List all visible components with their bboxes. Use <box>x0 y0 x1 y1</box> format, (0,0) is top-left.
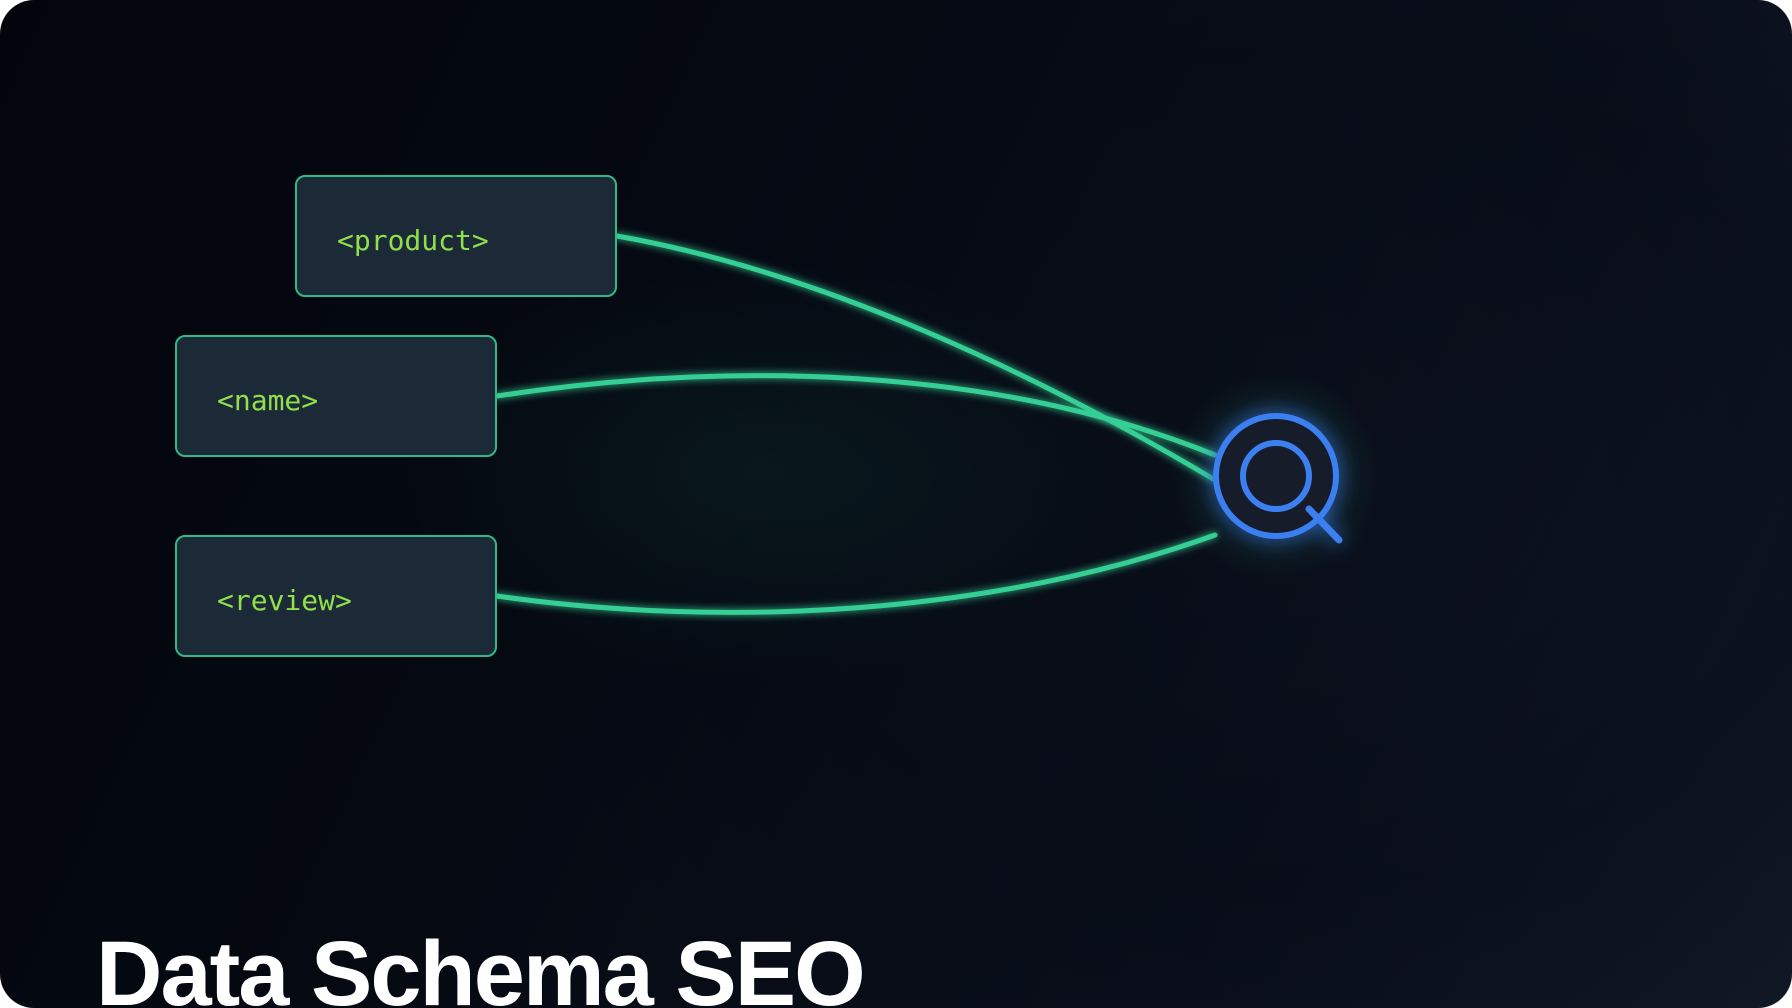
node-name: <name> <box>175 335 497 457</box>
connector-name <box>494 373 1218 458</box>
page-title: Data Schema SEO <box>96 923 866 1008</box>
connector-product <box>614 233 1218 483</box>
search-icon-lens <box>1240 440 1312 512</box>
search-icon-outer-ring <box>1213 413 1339 539</box>
node-name-label: <name> <box>217 383 319 417</box>
search-icon <box>1213 413 1343 544</box>
node-review-label: <review> <box>217 583 352 617</box>
node-product-label: <product> <box>337 223 489 257</box>
node-review: <review> <box>175 535 497 657</box>
connector-review <box>494 532 1218 615</box>
node-product: <product> <box>295 175 617 297</box>
search-icon-handle <box>1305 505 1343 544</box>
